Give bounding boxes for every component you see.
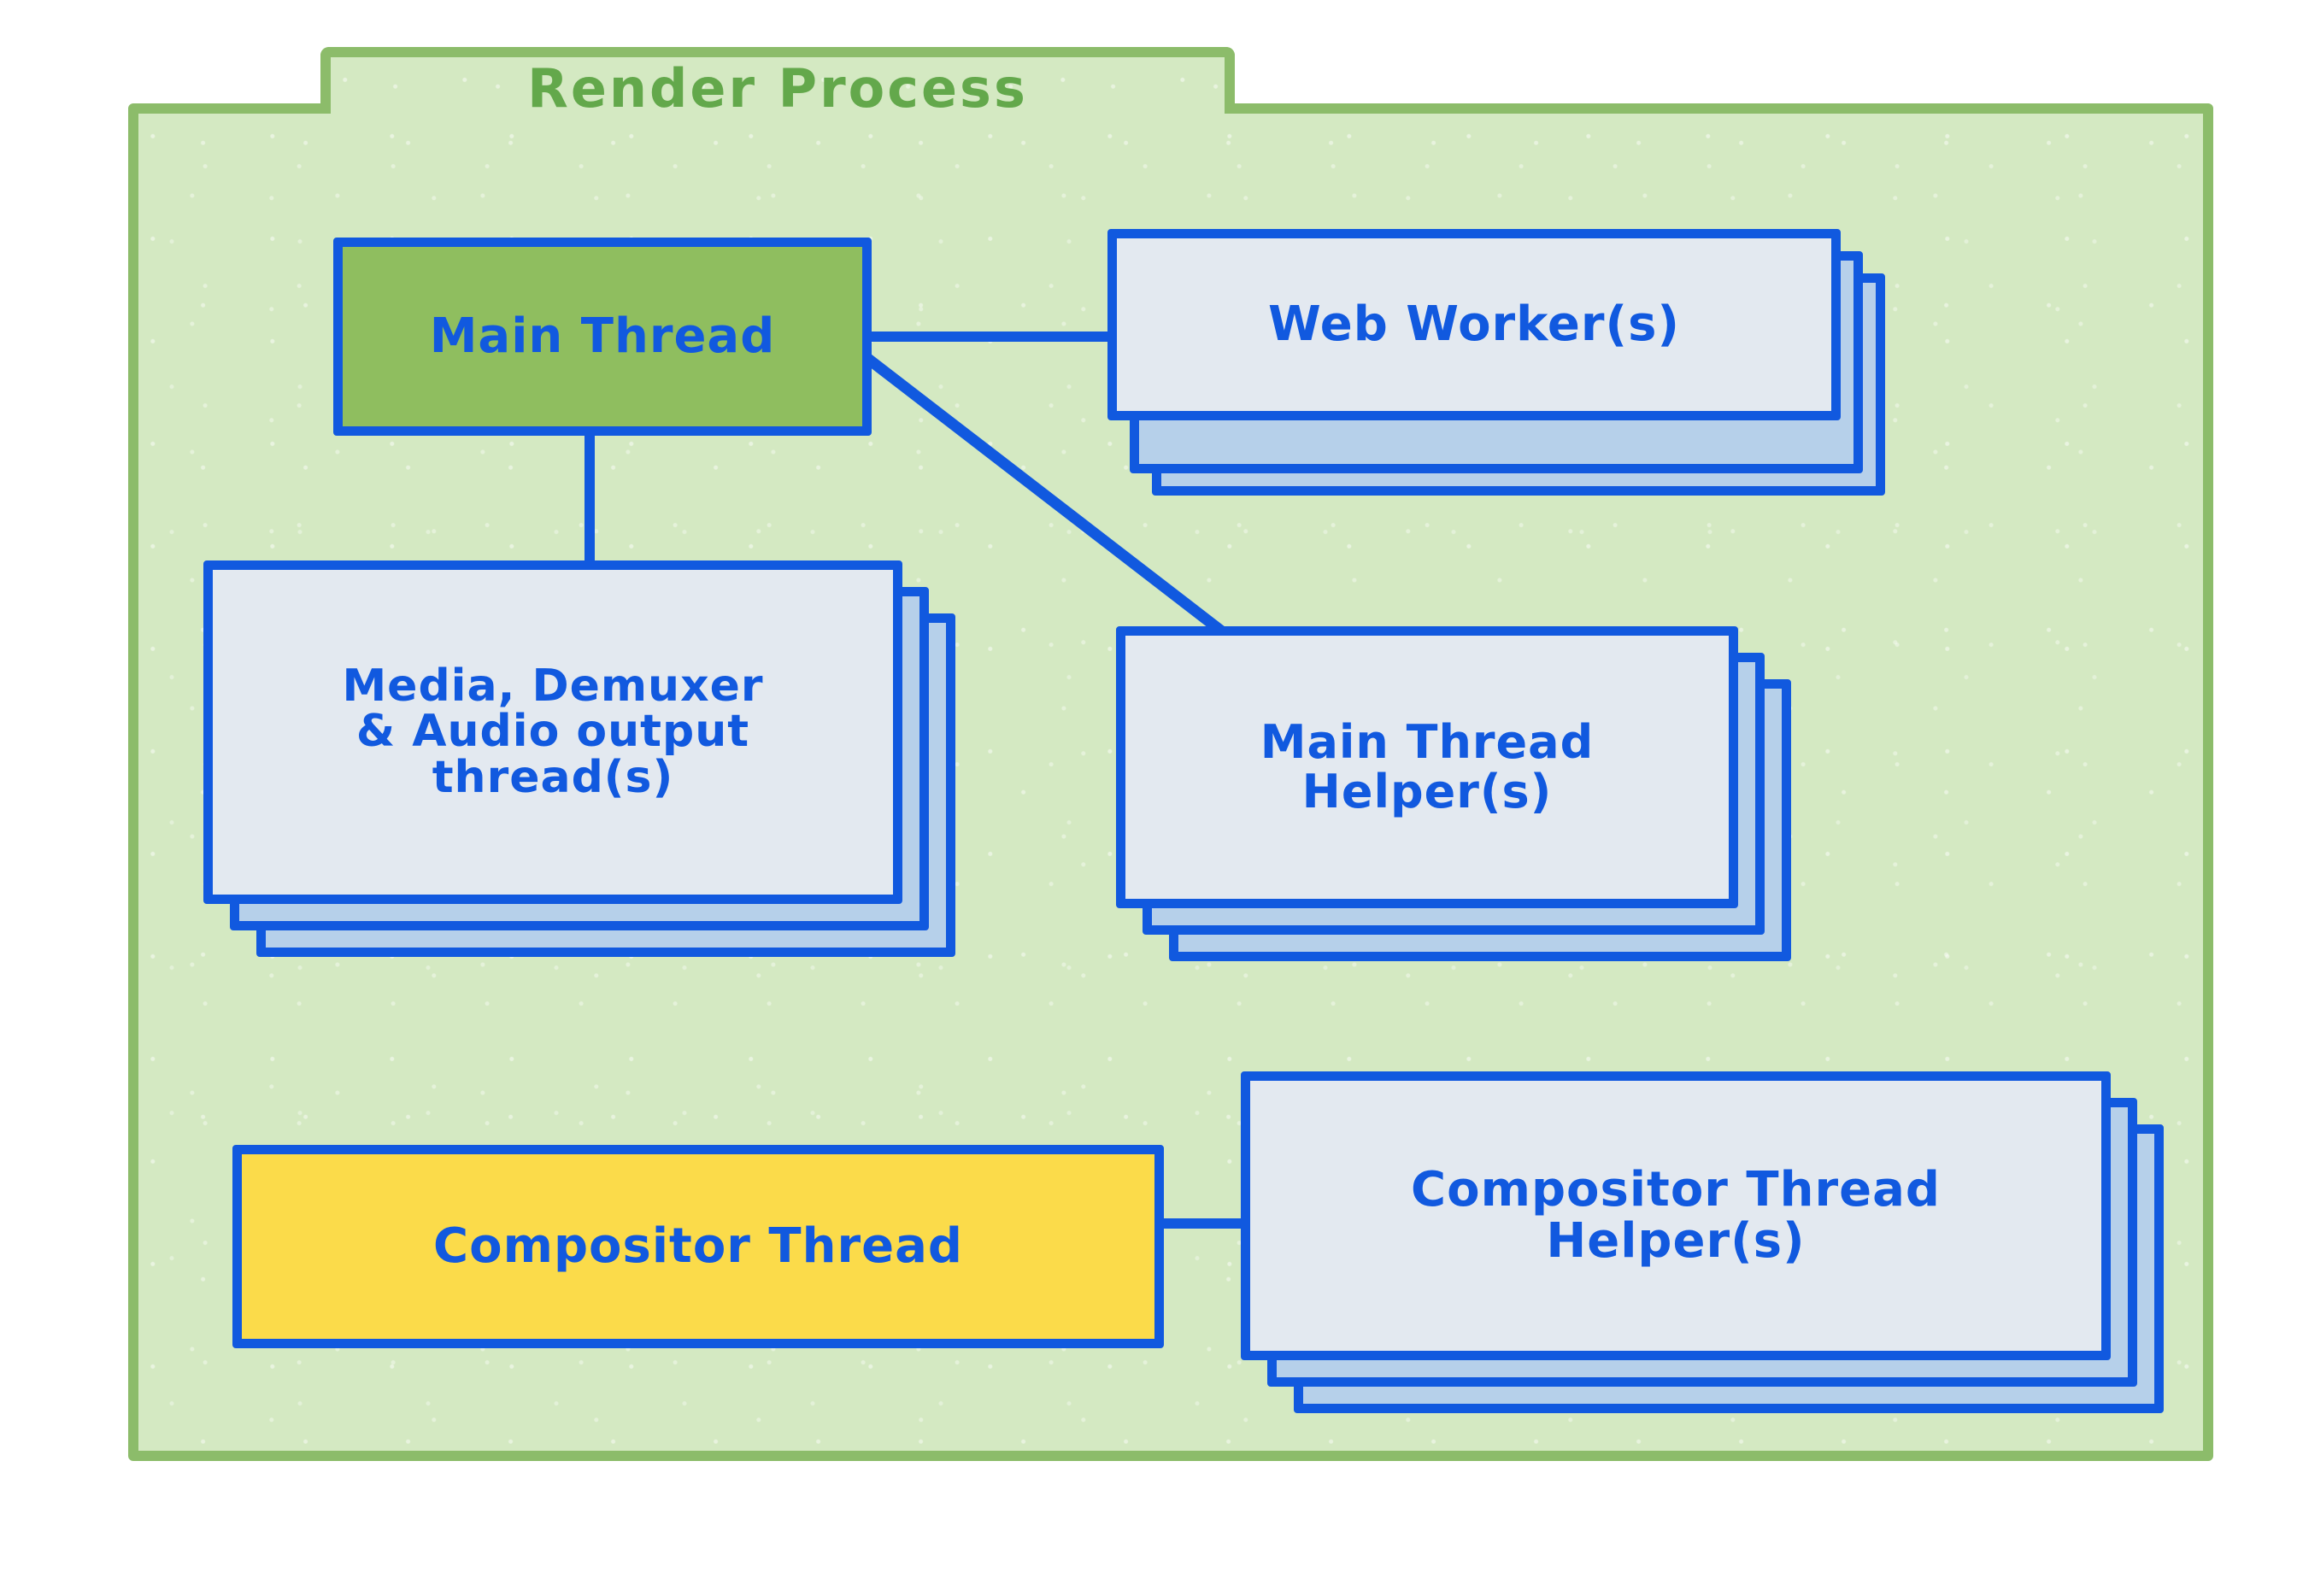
node-main-thread[interactable]: Main Thread (333, 238, 872, 436)
node-compositor-thread-card[interactable]: Compositor Thread (232, 1145, 1164, 1348)
node-main-thread-helper[interactable]: Main Thread Helper(s) (1116, 626, 1791, 961)
node-main-thread-helper-card[interactable]: Main Thread Helper(s) (1116, 626, 1738, 908)
node-web-worker-label: Web Worker(s) (1267, 296, 1681, 353)
node-main-thread-card[interactable]: Main Thread (333, 238, 872, 436)
page-title: Render Process (527, 57, 1028, 120)
node-media-demuxer-audio-label: Media, Demuxer & Audio output thread(s) (342, 660, 764, 803)
node-media-demuxer-audio[interactable]: Media, Demuxer & Audio output thread(s) (203, 560, 955, 957)
folder-tab-seam (331, 97, 1225, 117)
node-web-worker-card[interactable]: Web Worker(s) (1107, 229, 1841, 420)
node-compositor-thread[interactable]: Compositor Thread (232, 1145, 1164, 1348)
node-compositor-thread-helper-card[interactable]: Compositor Thread Helper(s) (1241, 1071, 2111, 1360)
node-main-thread-helper-label: Main Thread Helper(s) (1260, 714, 1595, 819)
node-compositor-thread-helper[interactable]: Compositor Thread Helper(s) (1241, 1071, 2164, 1413)
node-media-demuxer-audio-card[interactable]: Media, Demuxer & Audio output thread(s) (203, 560, 902, 904)
node-web-worker[interactable]: Web Worker(s) (1107, 229, 1885, 496)
node-compositor-thread-label: Compositor Thread (433, 1218, 963, 1275)
node-main-thread-label: Main Thread (429, 308, 776, 365)
node-compositor-thread-helper-label: Compositor Thread Helper(s) (1411, 1161, 1941, 1269)
